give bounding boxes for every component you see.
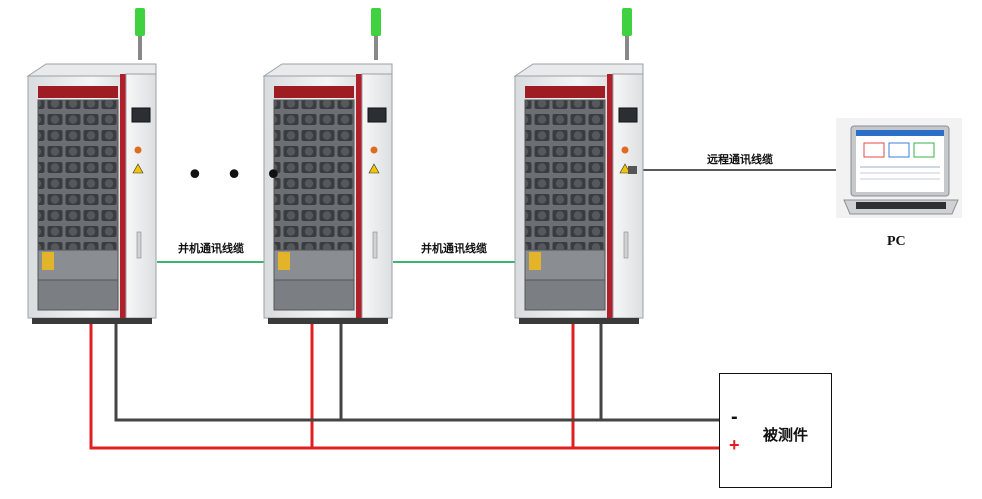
positive-bus <box>89 300 719 450</box>
cabinet-1 <box>27 7 157 325</box>
positive-wire-cabinet-1 <box>89 300 719 450</box>
cabinet-3 <box>514 7 644 325</box>
parallel-cable-label-1: 并机通讯线缆 <box>178 242 244 255</box>
device-under-test-label: 被测件 <box>763 426 809 444</box>
laptop-pc <box>836 118 962 218</box>
negative-terminal-sign: - <box>731 406 738 428</box>
positive-terminal-sign: + <box>729 435 740 455</box>
negative-wire-cabinet-1 <box>114 300 719 422</box>
parallel-cable-label-2: 并机通讯线缆 <box>421 242 487 255</box>
pc-label: PC <box>887 234 906 249</box>
remote-port <box>628 166 637 174</box>
device-under-test-box <box>719 373 832 488</box>
remote-cable-label: 远程通讯线缆 <box>707 153 773 166</box>
more-cabinets-ellipsis: • • • <box>186 158 289 193</box>
